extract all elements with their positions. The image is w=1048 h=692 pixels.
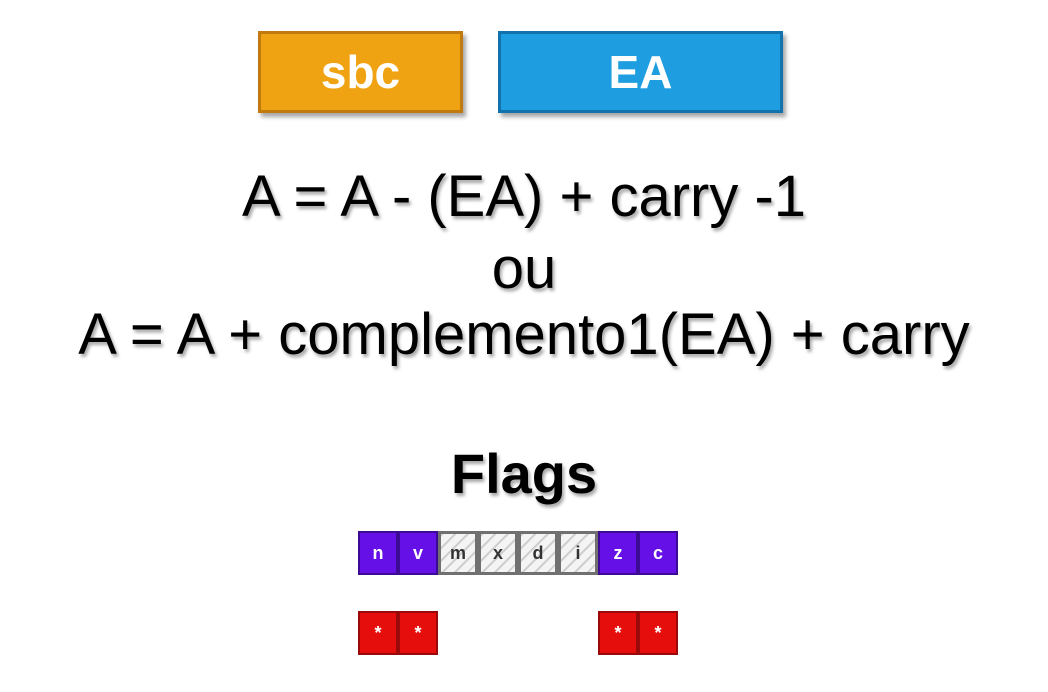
flag-cell-z: z [598,531,638,575]
flag-cell-i: i [558,531,598,575]
flag-cell-m: m [438,531,478,575]
addressing-mode-tag: EA [498,31,783,113]
instruction-mnemonic-label: sbc [320,46,401,98]
flag-register: n v m x d i z c [358,531,678,575]
addressing-mode-label: EA [608,46,673,98]
flag-cell-n: n [358,531,398,575]
affected-marker-n: * [358,611,398,655]
affected-marker-z: * [598,611,638,655]
formula-or-separator: ou [491,236,557,301]
affected-marker-v: * [398,611,438,655]
affected-flags-row: **** [358,611,682,655]
flag-cell-v: v [398,531,438,575]
affected-marker-c: * [638,611,678,655]
formula-line-1: A = A - (EA) + carry -1 [241,164,807,229]
flags-heading: Flags [450,442,598,505]
flag-cell-d: d [518,531,558,575]
flag-cell-x: x [478,531,518,575]
flag-cell-c: c [638,531,678,575]
formula-line-2: A = A + complemento1(EA) + carry [78,302,970,367]
instruction-mnemonic-tag: sbc [258,31,463,113]
